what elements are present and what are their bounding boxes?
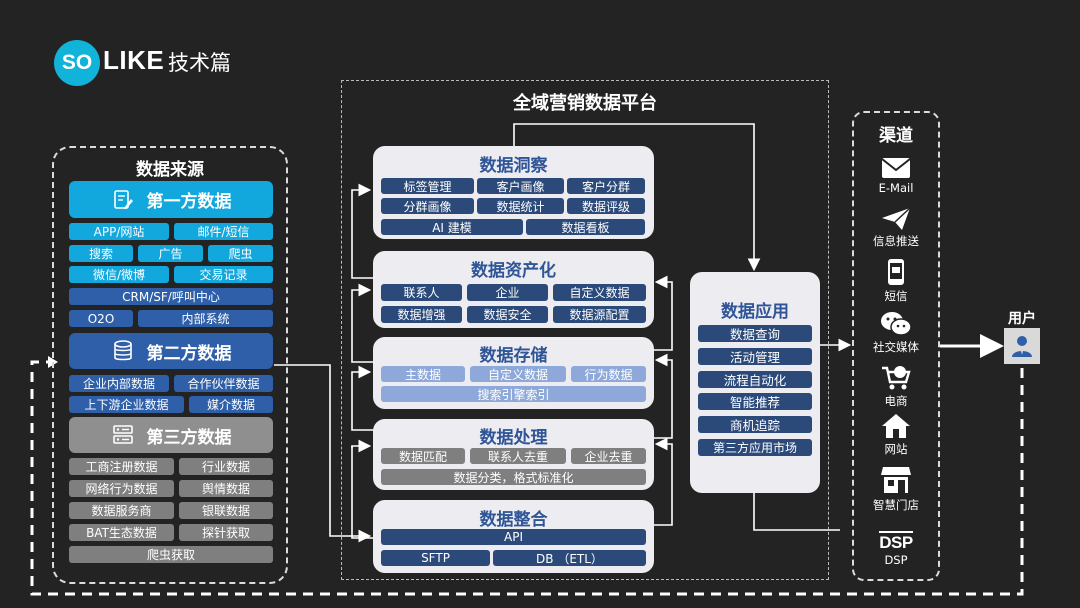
asset-item: 联系人 <box>381 284 462 301</box>
source-item: O2O <box>69 310 133 327</box>
source-item: 搜索 <box>69 245 133 262</box>
source-item: 银联数据 <box>179 502 273 519</box>
shopping-cart-icon <box>882 366 911 390</box>
insight-item: 标签管理 <box>381 178 474 194</box>
insight-item: 客户分群 <box>567 178 645 194</box>
app-item: 第三方应用市场 <box>698 439 812 456</box>
user-label: 用户 <box>1008 311 1036 327</box>
source-item: 邮件/短信 <box>174 223 273 240</box>
source-item: 合作伙伴数据 <box>174 375 273 392</box>
process-item: 数据分类，格式标准化 <box>381 469 646 485</box>
app-item: 智能推荐 <box>698 393 812 410</box>
database-icon <box>113 340 132 361</box>
first-party-label: 第一方数据 <box>146 192 232 212</box>
storefront-icon <box>881 467 911 493</box>
storage-item: 主数据 <box>381 366 465 382</box>
user-box <box>1004 328 1040 364</box>
insight-item: 数据看板 <box>526 219 645 235</box>
third-party-header: 第三方数据 <box>69 417 273 453</box>
app-item: 活动管理 <box>698 348 812 365</box>
insight-item: 客户画像 <box>477 178 564 194</box>
asset-item: 数据源配置 <box>553 306 646 323</box>
channel-sms: 短信 <box>852 258 940 304</box>
source-item: 行业数据 <box>179 458 273 475</box>
integrate-item: SFTP <box>381 550 490 566</box>
source-item: 上下游企业数据 <box>69 396 184 413</box>
source-item: 数据服务商 <box>69 502 174 519</box>
dsp-logo: DSP <box>879 531 913 552</box>
insight-title: 数据洞察 <box>479 156 548 176</box>
source-item: 微信/微博 <box>69 266 169 283</box>
channel-email: E-Mail <box>852 157 940 195</box>
channel-smart-store: 智慧门店 <box>852 465 940 513</box>
process-item: 企业去重 <box>571 448 646 464</box>
channel-website: 网站 <box>852 413 940 457</box>
app-item: 流程自动化 <box>698 371 812 388</box>
insight-item: 数据统计 <box>477 198 564 214</box>
platform-title: 全域营销数据平台 <box>470 89 700 115</box>
header-tagline: 技术篇 <box>168 51 231 75</box>
source-item: 媒介数据 <box>189 396 273 413</box>
asset-item: 数据安全 <box>467 306 548 323</box>
second-party-label: 第二方数据 <box>146 343 232 364</box>
integrate-item: DB （ETL） <box>493 550 646 566</box>
channels-title: 渠道 <box>879 126 913 146</box>
source-item: 爬虫获取 <box>69 546 273 563</box>
apps-title: 数据应用 <box>721 302 789 322</box>
doc-edit-icon <box>113 189 133 209</box>
channel-dsp: DSP DSP <box>879 531 913 567</box>
storage-item: 自定义数据 <box>470 366 566 382</box>
process-item: 联系人去重 <box>470 448 566 464</box>
source-item: BAT生态数据 <box>69 524 174 541</box>
user-icon <box>1012 336 1032 357</box>
app-item: 商机追踪 <box>698 416 812 433</box>
envelope-icon <box>881 158 911 178</box>
storage-item: 搜索引擎索引 <box>381 386 646 402</box>
integrate-title: 数据整合 <box>479 510 548 530</box>
insight-item: 分群画像 <box>381 198 474 214</box>
second-party-header: 第二方数据 <box>69 333 273 369</box>
process-title: 数据处理 <box>479 428 548 448</box>
source-item: 交易记录 <box>174 266 273 283</box>
source-item: 舆情数据 <box>179 480 273 497</box>
asset-item: 自定义数据 <box>553 284 646 301</box>
storage-title: 数据存储 <box>479 346 548 366</box>
source-item: 爬虫 <box>208 245 273 262</box>
integrate-item: API <box>381 529 646 545</box>
insight-item: AI 建模 <box>381 219 523 235</box>
source-item: 探针获取 <box>179 524 273 541</box>
storage-item: 行为数据 <box>571 366 646 382</box>
channel-social: 社交媒体 <box>852 311 940 355</box>
asset-item: 企业 <box>467 284 548 301</box>
wechat-icon <box>881 312 912 336</box>
first-party-header: 第一方数据 <box>69 181 273 218</box>
source-item: 企业内部数据 <box>69 375 169 392</box>
source-item: 广告 <box>138 245 203 262</box>
source-item: CRM/SF/呼叫中心 <box>69 288 273 305</box>
process-item: 数据匹配 <box>381 448 465 464</box>
platform-frame <box>341 80 829 580</box>
source-item: 工商注册数据 <box>69 458 174 475</box>
app-item: 数据查询 <box>698 325 812 342</box>
channels-panel <box>852 111 940 581</box>
paper-plane-icon <box>882 207 911 230</box>
source-item: 网络行为数据 <box>69 480 174 497</box>
channel-push: 信息推送 <box>852 207 940 249</box>
sources-panel <box>52 146 288 584</box>
logo-word: LIKE <box>103 45 165 75</box>
house-icon <box>882 414 910 438</box>
insight-item: 数据评级 <box>567 198 645 214</box>
phone-message-icon <box>888 259 904 285</box>
channel-ecommerce: 电商 <box>852 365 940 409</box>
sources-title: 数据来源 <box>136 160 204 180</box>
logo-circle: SO <box>54 40 100 86</box>
third-party-label: 第三方数据 <box>146 427 232 448</box>
asset-item: 数据增强 <box>381 306 462 323</box>
asset-title: 数据资产化 <box>471 261 556 281</box>
source-item: APP/网站 <box>69 223 169 240</box>
server-icon <box>112 425 133 444</box>
source-item: 内部系统 <box>138 310 273 327</box>
